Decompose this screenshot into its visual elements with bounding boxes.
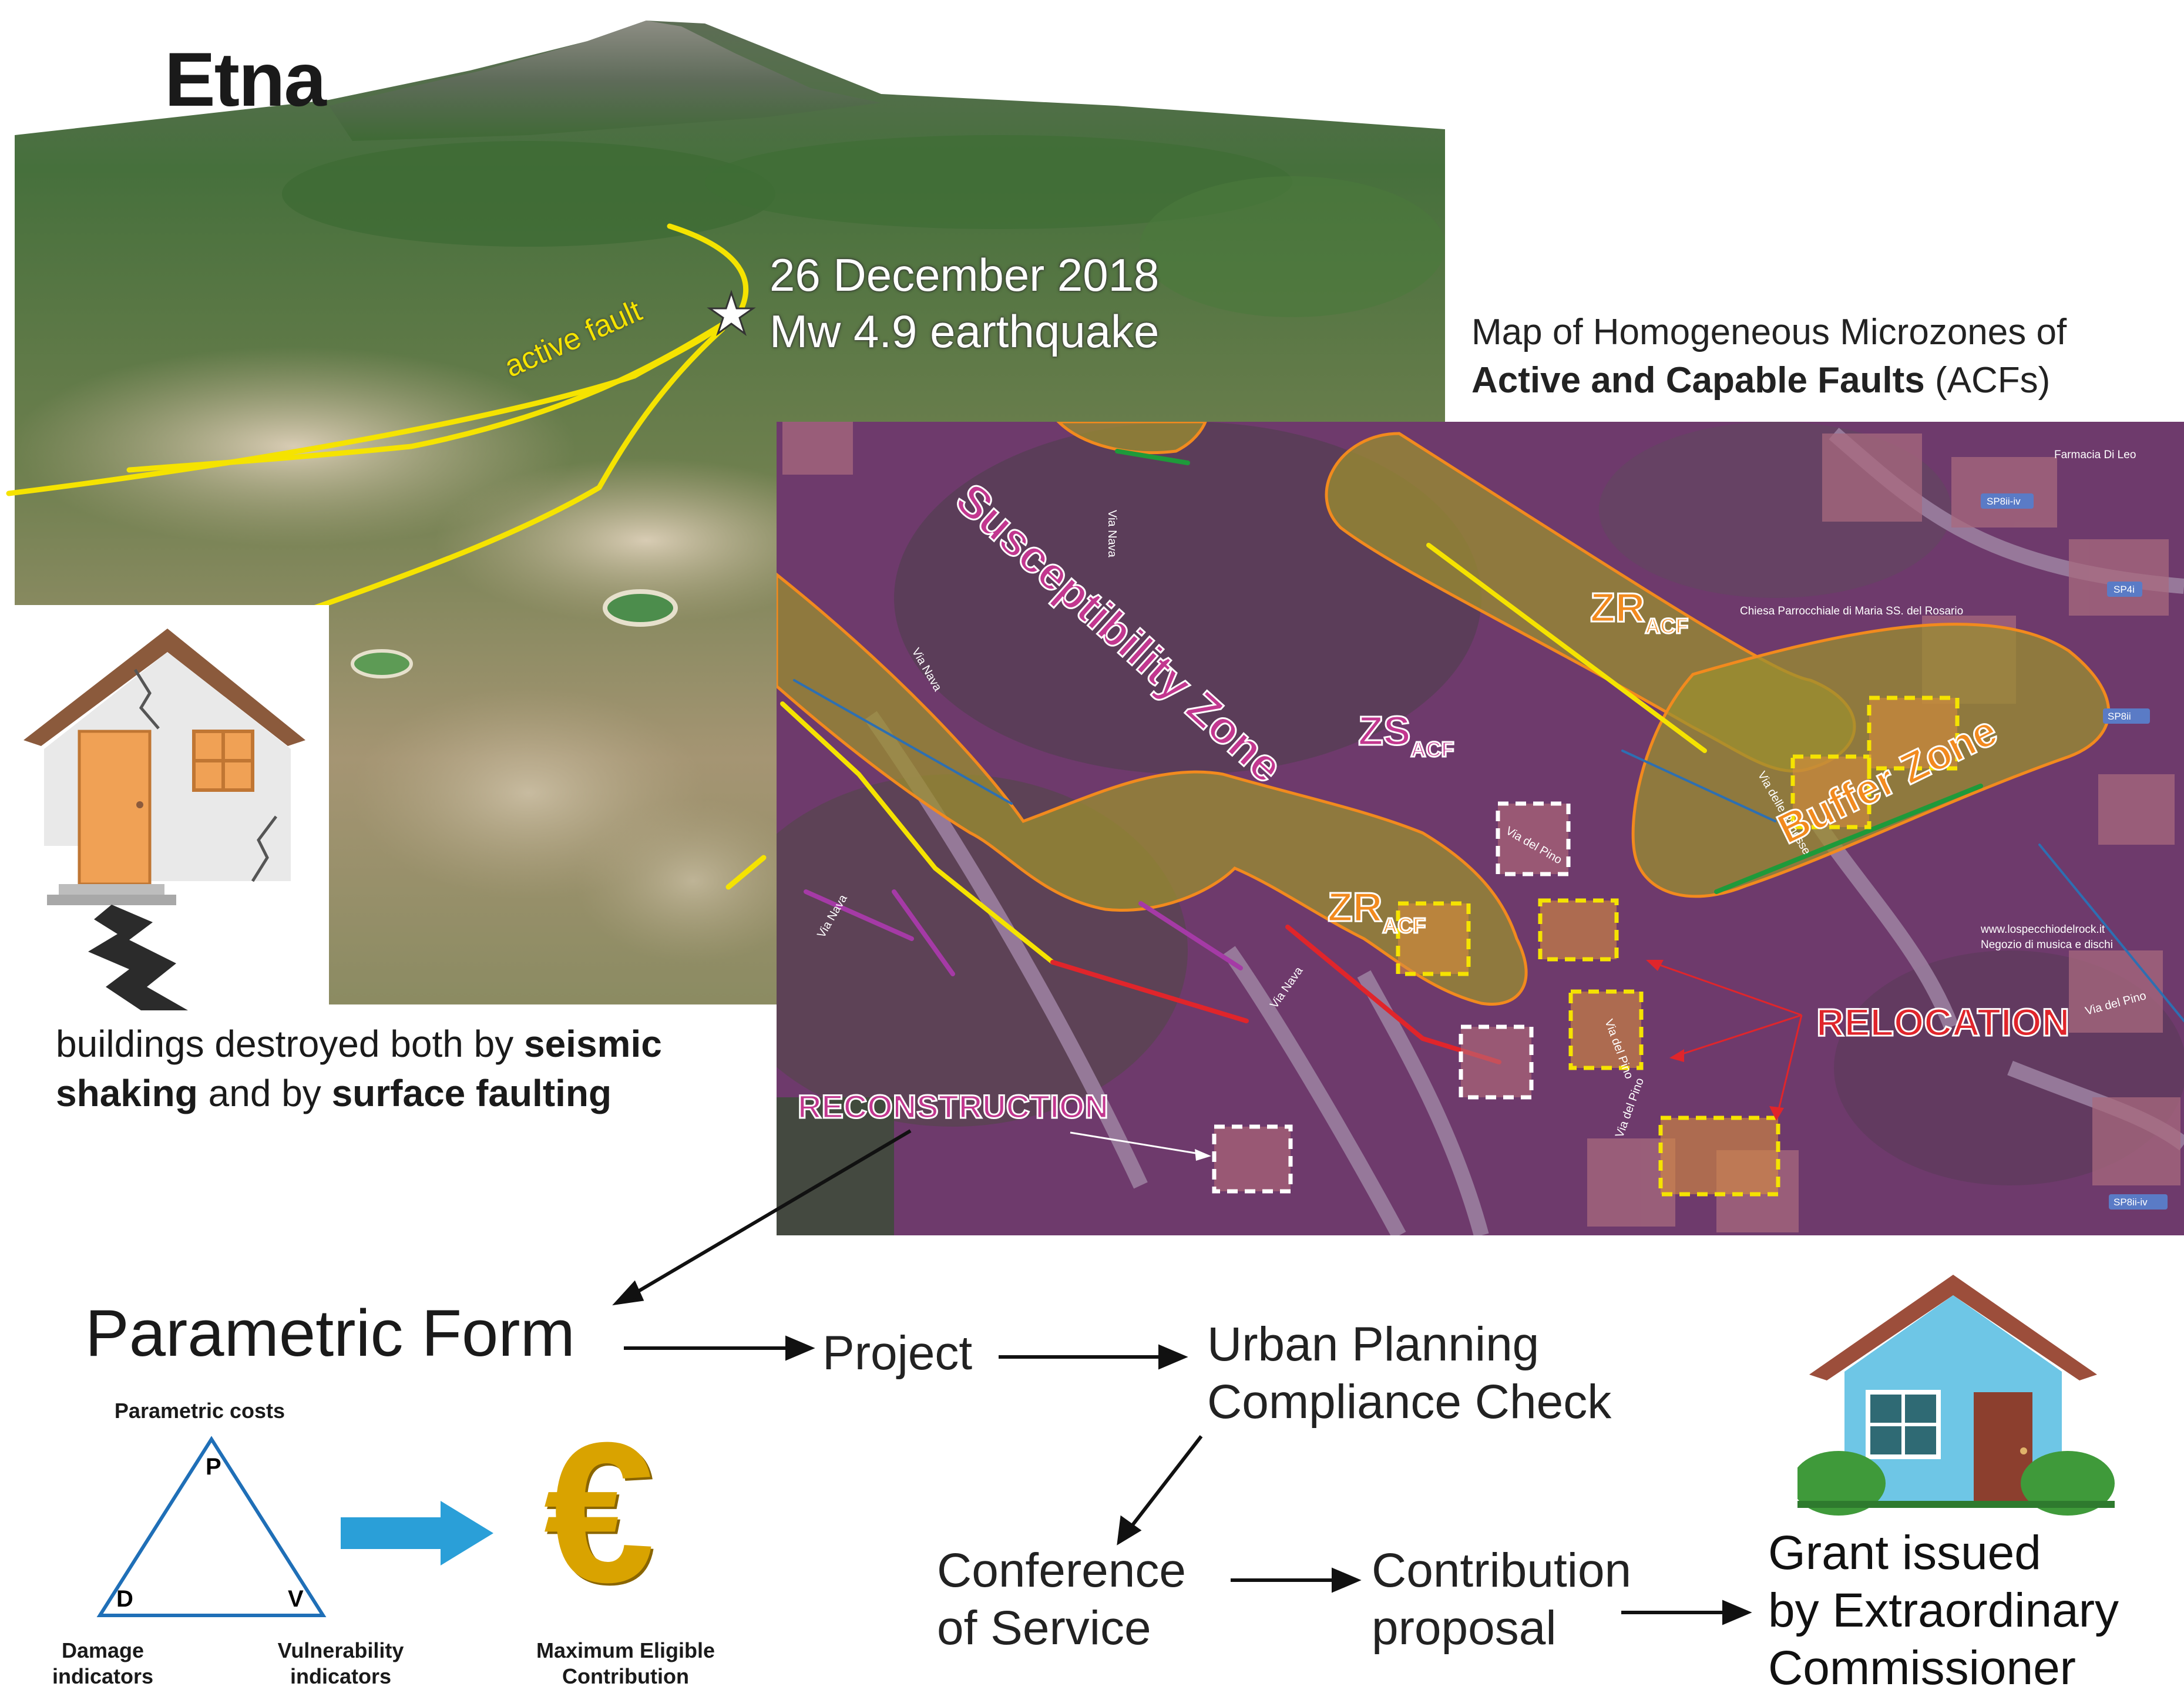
fault-traces — [780, 449, 2184, 1064]
earthquake-date: 26 December 2018 — [770, 249, 1160, 301]
relocation-building — [1658, 1116, 1780, 1197]
urban-planning-step: Urban Planning Compliance Check — [1207, 1318, 1612, 1429]
reconstruction-building — [1496, 801, 1571, 876]
parametric-costs-label: Parametric costs — [114, 1399, 285, 1423]
bush — [2021, 1451, 2115, 1516]
earthquake-label: 26 December 2018 Mw 4.9 earthquake — [770, 247, 1159, 360]
zr-top-left-corridor — [1056, 422, 1207, 454]
town-area — [12, 347, 576, 546]
vertex-d: D — [116, 1586, 133, 1612]
reconstruction-arrow — [1070, 1131, 1203, 1155]
triangle-outline — [96, 1436, 327, 1617]
zr-main-corridor — [777, 572, 1528, 1006]
poi-negozio: Negozio di musica e dischi — [1981, 939, 2113, 951]
vertex-v: V — [288, 1586, 304, 1612]
map-pois: Farmacia Di Leo Chiesa Parrocchiale di M… — [1740, 449, 2136, 951]
relocation-building — [1538, 898, 1619, 962]
map-title-bold: Active and Capable Faults — [1471, 360, 1925, 401]
forest-patch — [705, 135, 1292, 229]
ground-fissure-icon — [88, 905, 188, 1010]
damage-caption: buildings destroyed both by seismic shak… — [56, 1023, 662, 1114]
relocation-building — [1568, 989, 1644, 1070]
reconstruction-label: RECONSTRUCTION — [798, 1088, 1108, 1125]
relocation-arrowheads — [1646, 960, 1784, 1121]
wall-crack — [133, 668, 160, 730]
etna-summit — [329, 21, 881, 141]
town-area — [435, 458, 858, 623]
svg-text:SP4i: SP4i — [2114, 584, 2135, 595]
svg-text:SP8ii-iv: SP8ii-iv — [1987, 496, 2021, 507]
damaged-house-illustration — [0, 605, 329, 1010]
conference-step: Conference of Service — [937, 1544, 1186, 1655]
map-title: Map of Homogeneous Microzones of Active … — [1471, 308, 2067, 405]
damage-indicators-label: Damage indicators — [52, 1638, 154, 1688]
road-badges: SP8ii-iv SP4i SP8ii SP8ii-iv — [1981, 493, 2168, 1210]
wall-crack — [251, 815, 277, 882]
poi-lospecchio: www.lospecchiodelrock.it — [1980, 923, 2105, 936]
relocation-arrows — [1651, 961, 1803, 1113]
white-dashed-buildings — [1212, 801, 1571, 1194]
zr-acf-label-lower: ZRACF — [1328, 884, 1426, 938]
epicenter-star-icon — [707, 290, 756, 337]
poi-farmacia: Farmacia Di Leo — [2054, 449, 2136, 461]
microzone-map: SP8ii-iv SP4i SP8ii SP8ii-iv Farmacia Di… — [777, 422, 2184, 1235]
map-title-line2: Active and Capable Faults (ACFs) — [1471, 357, 2067, 405]
reconstruction-building — [1212, 1124, 1293, 1194]
contribution-step: Contribution proposal — [1372, 1544, 1632, 1655]
relocation-building — [1396, 901, 1471, 976]
parametric-triangle: P D V — [96, 1436, 327, 1617]
caption-bold-1: seismic shaking — [56, 1023, 662, 1114]
sports-field — [351, 649, 413, 678]
project-step: Project — [822, 1326, 973, 1380]
euro-icon: € — [543, 1401, 655, 1624]
grant-step: Grant issued by Extraordinary Commission… — [1768, 1526, 2119, 1695]
reconstruction-arrowhead — [1195, 1149, 1211, 1161]
zr-acf-label-upper: ZRACF — [1590, 584, 1688, 638]
relocation-building — [1867, 696, 1960, 771]
svg-text:SP8ii-iv: SP8ii-iv — [2114, 1197, 2148, 1208]
map-title-line1: Map of Homogeneous Microzones of — [1471, 312, 2067, 352]
parametric-form-title: Parametric Form — [85, 1296, 575, 1370]
forest-patch — [282, 141, 775, 247]
blue-arrow-icon — [341, 1501, 493, 1565]
town-area — [576, 799, 811, 963]
caption-bold-2: surface faulting — [331, 1072, 612, 1114]
new-house-illustration — [1797, 1275, 2115, 1516]
poi-chiesa: Chiesa Parrocchiale di Maria SS. del Ros… — [1740, 605, 1963, 617]
earthquake-magnitude: Mw 4.9 earthquake — [770, 305, 1160, 357]
page-title: Etna — [164, 36, 327, 122]
vertex-p: P — [206, 1454, 221, 1480]
relocation-building — [1790, 754, 1871, 829]
stadium — [603, 589, 678, 627]
house-roof — [1809, 1275, 2097, 1380]
forest-patch — [1140, 176, 1445, 317]
reconstruction-building — [1459, 1024, 1534, 1100]
active-fault-lines — [6, 223, 767, 890]
house-roof — [23, 629, 305, 746]
vulnerability-indicators-label: Vulnerability indicators — [277, 1638, 404, 1688]
bush — [1797, 1451, 1886, 1516]
svg-text:SP8ii: SP8ii — [2108, 711, 2131, 722]
yellow-dashed-buildings — [1396, 696, 1960, 1197]
max-eligible-contribution-label: Maximum Eligible Contribution — [536, 1638, 715, 1688]
map-title-rest: (ACFs) — [1924, 360, 2051, 401]
zs-acf-label: ZSACF — [1358, 708, 1454, 761]
svg-text:Via Nava: Via Nava — [1106, 510, 1118, 558]
relocation-label: RELOCATION — [1816, 1000, 2069, 1044]
